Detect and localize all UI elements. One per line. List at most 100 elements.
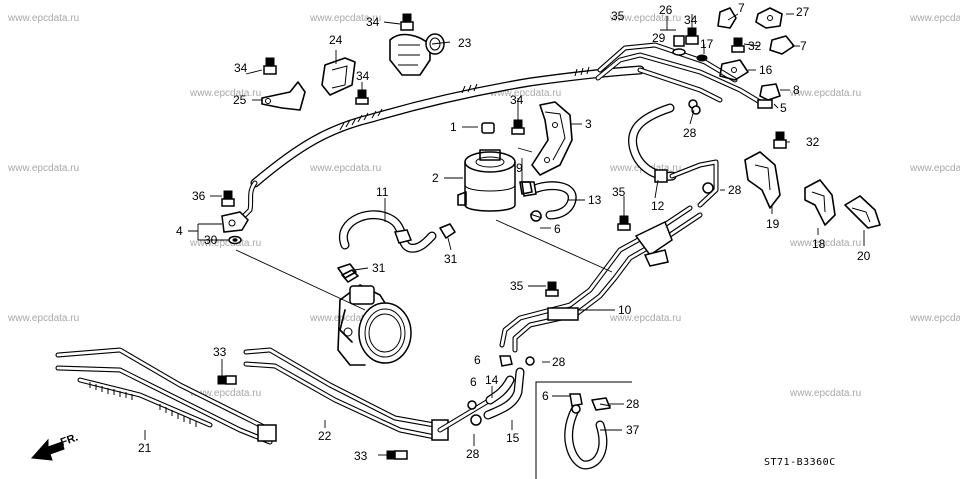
bracket-20 (844, 195, 881, 229)
callout-5: 5 (780, 101, 787, 115)
callout-34: 34 (684, 13, 698, 27)
watermark: www.epcdata.ru (489, 88, 561, 99)
steering-rack-21 (55, 347, 277, 445)
callout-2: 2 (432, 171, 439, 185)
watermark: www.epcdata.ru (609, 313, 681, 324)
callout-numbers: 1 2 3 4 5 6 6 6 6 7 7 8 9 10 11 12 13 14… (138, 1, 871, 463)
callout-26: 26 (659, 3, 673, 17)
callout-28: 28 (728, 183, 742, 197)
return-pipe-12 (628, 103, 719, 208)
watermark: www.epcdata.ru (309, 313, 381, 324)
callout-27: 27 (796, 5, 810, 19)
callout-21: 21 (138, 441, 152, 455)
callout-6: 6 (474, 353, 481, 367)
clip-7-top (717, 7, 737, 29)
callout-14: 14 (485, 373, 499, 387)
callout-37: 37 (626, 423, 640, 437)
clamp-23 (389, 33, 445, 76)
watermark: www.epcdata.ru (189, 238, 261, 249)
direction-label: FR. (59, 431, 80, 448)
callout-31: 31 (372, 261, 386, 275)
pressure-pipes-upper (595, 42, 773, 109)
callout-23: 23 (458, 36, 472, 50)
bolt-29 (672, 35, 686, 56)
bracket-19 (744, 151, 781, 209)
callout-30: 30 (204, 233, 218, 247)
watermark: www.epcdata.ru (909, 13, 960, 24)
reservoir (457, 122, 516, 212)
bolt-35-right (617, 215, 631, 231)
bolt-36 (221, 190, 235, 207)
feed-hose-11 (338, 210, 437, 253)
callout-19: 19 (766, 217, 780, 231)
callout-28: 28 (466, 447, 480, 461)
clamp-31-lower (337, 263, 357, 279)
callout-12: 12 (651, 199, 665, 213)
clamp-28-right (691, 105, 714, 194)
bracket-24 (321, 57, 356, 96)
clip-7-mid (769, 35, 795, 55)
callout-28: 28 (552, 355, 566, 369)
clamp-31-upper (439, 223, 456, 251)
bolt-34-reservoir (511, 113, 525, 135)
callout-6: 6 (554, 222, 561, 236)
callout-32: 32 (748, 39, 762, 53)
clip-8 (759, 83, 781, 101)
watermark: www.epcdata.ru (7, 313, 79, 324)
callout-10: 10 (618, 303, 632, 317)
high-pressure-hose (221, 65, 645, 233)
watermark: www.epcdata.ru (7, 163, 79, 174)
callout-17: 17 (700, 37, 714, 51)
bolt-35-mid (545, 281, 559, 297)
clamp-9 (519, 181, 533, 195)
power-steering-pump (337, 269, 412, 366)
bolt-32-top (731, 37, 745, 53)
callout-8: 8 (793, 83, 800, 97)
clamp-25 (261, 81, 306, 111)
clamp-6-lower (499, 355, 535, 367)
watermark: www.epcdata.ru (309, 13, 381, 24)
bolt-34-d (685, 27, 699, 45)
callout-35: 35 (612, 185, 626, 199)
hose-14-15 (437, 367, 525, 433)
callout-3: 3 (585, 117, 592, 131)
callout-25: 25 (233, 93, 247, 107)
inset-box (535, 381, 632, 479)
watermark: www.epcdata.ru (309, 163, 381, 174)
callout-4: 4 (176, 224, 183, 238)
steering-rack-22 (243, 347, 449, 441)
callout-31: 31 (444, 252, 458, 266)
callout-32: 32 (806, 135, 820, 149)
callout-34: 34 (356, 69, 370, 83)
bolt-33-lower (386, 450, 408, 460)
callout-29: 29 (652, 31, 666, 45)
callout-28: 28 (683, 126, 697, 140)
watermark: www.epcdata.ru (909, 163, 960, 174)
washer-30 (228, 235, 242, 245)
callout-leaders (144, 13, 865, 456)
callout-6: 6 (542, 389, 549, 403)
watermark: www.epcdata.ru (189, 88, 261, 99)
callout-9: 9 (516, 161, 523, 175)
watermark: www.epcdata.ru (789, 88, 861, 99)
callout-6: 6 (470, 375, 477, 389)
callout-34: 34 (510, 93, 524, 107)
bolt-33-upper (217, 375, 237, 385)
clip-27 (755, 7, 783, 29)
watermark: www.epcdata.ru (609, 13, 681, 24)
callout-33: 33 (213, 345, 227, 359)
callout-15: 15 (506, 431, 520, 445)
callout-28: 28 (626, 397, 640, 411)
diagram-code: ST71-B3360C (764, 457, 836, 468)
callout-20: 20 (857, 249, 871, 263)
bolt-34-a (263, 57, 277, 75)
bolt-32-right (773, 131, 787, 149)
callout-35: 35 (510, 279, 524, 293)
callout-36: 36 (192, 189, 206, 203)
callout-13: 13 (588, 193, 602, 207)
clip-16 (719, 59, 749, 81)
watermark: www.epcdata.ru (909, 313, 960, 324)
callout-34: 34 (366, 15, 380, 29)
